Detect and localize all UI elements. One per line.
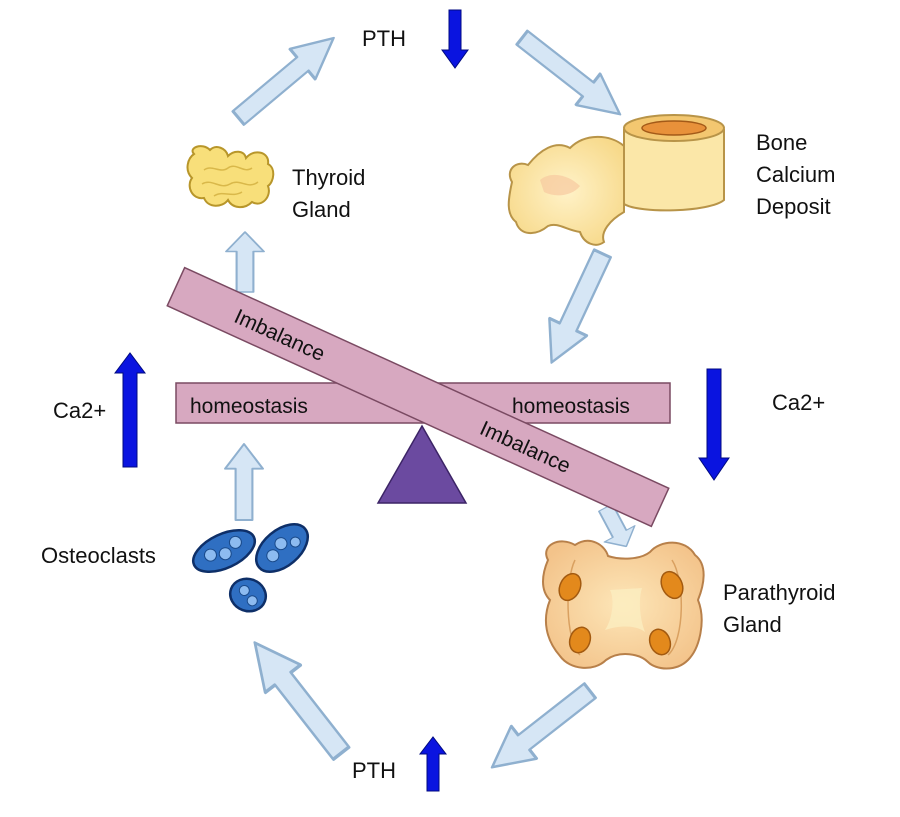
arrow-thyroid-to-pth xyxy=(231,36,335,126)
down-arrow-icon xyxy=(441,9,469,69)
cycle-arrows xyxy=(224,29,636,769)
pth-top-label: PTH xyxy=(362,26,406,51)
bone-label-line1: Bone xyxy=(756,130,807,155)
indicator-arrows xyxy=(114,9,730,792)
bone-label-line3: Deposit xyxy=(756,194,831,219)
bone-icon xyxy=(507,114,725,246)
ca-left-label: Ca2+ xyxy=(53,398,106,423)
ca-right-label: Ca2+ xyxy=(772,390,825,415)
homeostasis-right-label: homeostasis xyxy=(512,395,630,418)
arrow-balance-to-thyroid xyxy=(225,231,265,293)
arrow-pth-to-osteoclasts xyxy=(253,641,351,761)
parathyroid-label-line1: Parathyroid xyxy=(723,580,836,605)
homeostasis-left-label: homeostasis xyxy=(190,395,308,418)
pth-bottom-label: PTH xyxy=(352,758,396,783)
arrow-parathyroid-to-pth xyxy=(490,682,597,769)
arrow-pth-to-bone xyxy=(515,29,622,116)
up-arrow-icon xyxy=(418,736,448,792)
thyroid-label-line1: Thyroid xyxy=(292,165,365,190)
down-arrow-icon xyxy=(698,368,730,481)
arrow-balance-to-parathyroid xyxy=(598,503,636,548)
up-arrow-icon xyxy=(114,352,146,468)
fulcrum-icon xyxy=(376,424,468,504)
parathyroid-label-line2: Gland xyxy=(723,612,782,637)
bone-label-line2: Calcium xyxy=(756,162,835,187)
arrow-osteoclasts-to-balance xyxy=(224,443,264,521)
osteoclasts-label: Osteoclasts xyxy=(41,543,156,568)
osteoclasts-icon xyxy=(191,523,309,613)
arrow-bone-to-balance xyxy=(548,248,612,364)
parathyroid-gland-icon xyxy=(542,539,705,670)
thyroid-gland-icon xyxy=(186,145,275,208)
thyroid-label-line2: Gland xyxy=(292,197,351,222)
